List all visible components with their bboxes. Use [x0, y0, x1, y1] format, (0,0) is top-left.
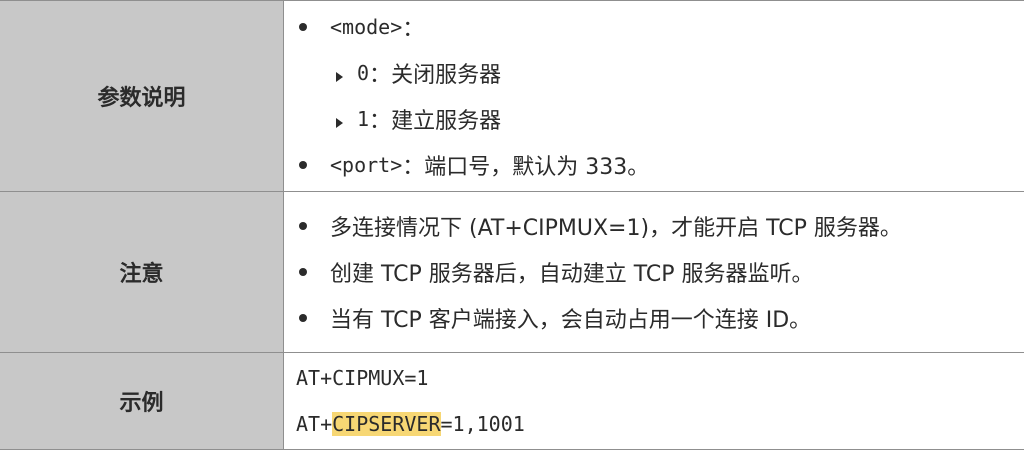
mode-param-name: <mode> [330, 15, 403, 39]
notes-row: 注意 多连接情况下 (AT+CIPMUX=1)，才能开启 TCP 服务器。 创建… [0, 191, 1024, 353]
params-content: <mode> ： 0 ： 关闭服务器 1 ： 建立服务器 <por [283, 0, 1024, 192]
mode-param-sep: ： [402, 17, 425, 42]
example-code-suffix: =1,1001 [440, 412, 525, 436]
note-item: 多连接情况下 (AT+CIPMUX=1)，才能开启 TCP 服务器。 [296, 203, 1024, 249]
params-label: 参数说明 [0, 0, 284, 192]
mode-option-sep: ： [369, 109, 392, 134]
notes-content: 多连接情况下 (AT+CIPMUX=1)，才能开启 TCP 服务器。 创建 TC… [283, 191, 1024, 353]
mode-option-1: 1 ： 建立服务器 [296, 96, 1024, 142]
bullet-icon [299, 314, 307, 322]
mode-option-value: 0 [357, 61, 370, 85]
bullet-icon [299, 268, 307, 276]
triangle-right-icon [336, 72, 343, 82]
example-label: 示例 [0, 352, 284, 450]
mode-option-text: 建立服务器 [391, 109, 502, 134]
port-param-name: <port> [330, 153, 403, 177]
example-code-text: AT+CIPMUX=1 [296, 366, 429, 390]
highlighted-command: CIPSERVER [332, 412, 441, 436]
params-row: 参数说明 <mode> ： 0 ： 关闭服务器 1 ： 建立 [0, 0, 1024, 192]
note-item: 当有 TCP 客户端接入，会自动占用一个连接 ID。 [296, 295, 1024, 341]
example-row: 示例 AT+CIPMUX=1 AT+CIPSERVER=1,1001 [0, 352, 1024, 450]
mode-option-sep: ： [369, 63, 392, 88]
mode-option-0: 0 ： 关闭服务器 [296, 50, 1024, 96]
notes-label: 注意 [0, 191, 284, 353]
mode-option-value: 1 [357, 107, 370, 131]
note-text: 当有 TCP 客户端接入，会自动占用一个连接 ID。 [330, 308, 812, 333]
note-item: 创建 TCP 服务器后，自动建立 TCP 服务器监听。 [296, 249, 1024, 295]
port-param-text: ：端口号，默认为 333。 [402, 155, 650, 180]
example-code-prefix: AT+ [296, 412, 333, 436]
note-text: 多连接情况下 (AT+CIPMUX=1)，才能开启 TCP 服务器。 [330, 216, 902, 241]
note-text: 创建 TCP 服务器后，自动建立 TCP 服务器监听。 [330, 262, 814, 287]
mode-param-line: <mode> ： [296, 4, 1024, 50]
bullet-icon [299, 222, 307, 230]
example-content: AT+CIPMUX=1 AT+CIPSERVER=1,1001 [283, 352, 1024, 450]
port-param-line: <port> ：端口号，默认为 333。 [296, 142, 1024, 188]
mode-option-text: 关闭服务器 [391, 63, 502, 88]
example-code-line-1: AT+CIPMUX=1 [296, 355, 1024, 401]
bullet-icon [299, 23, 307, 31]
bullet-icon [299, 161, 307, 169]
triangle-right-icon [336, 118, 343, 128]
example-code-line-2: AT+CIPSERVER=1,1001 [296, 401, 1024, 447]
